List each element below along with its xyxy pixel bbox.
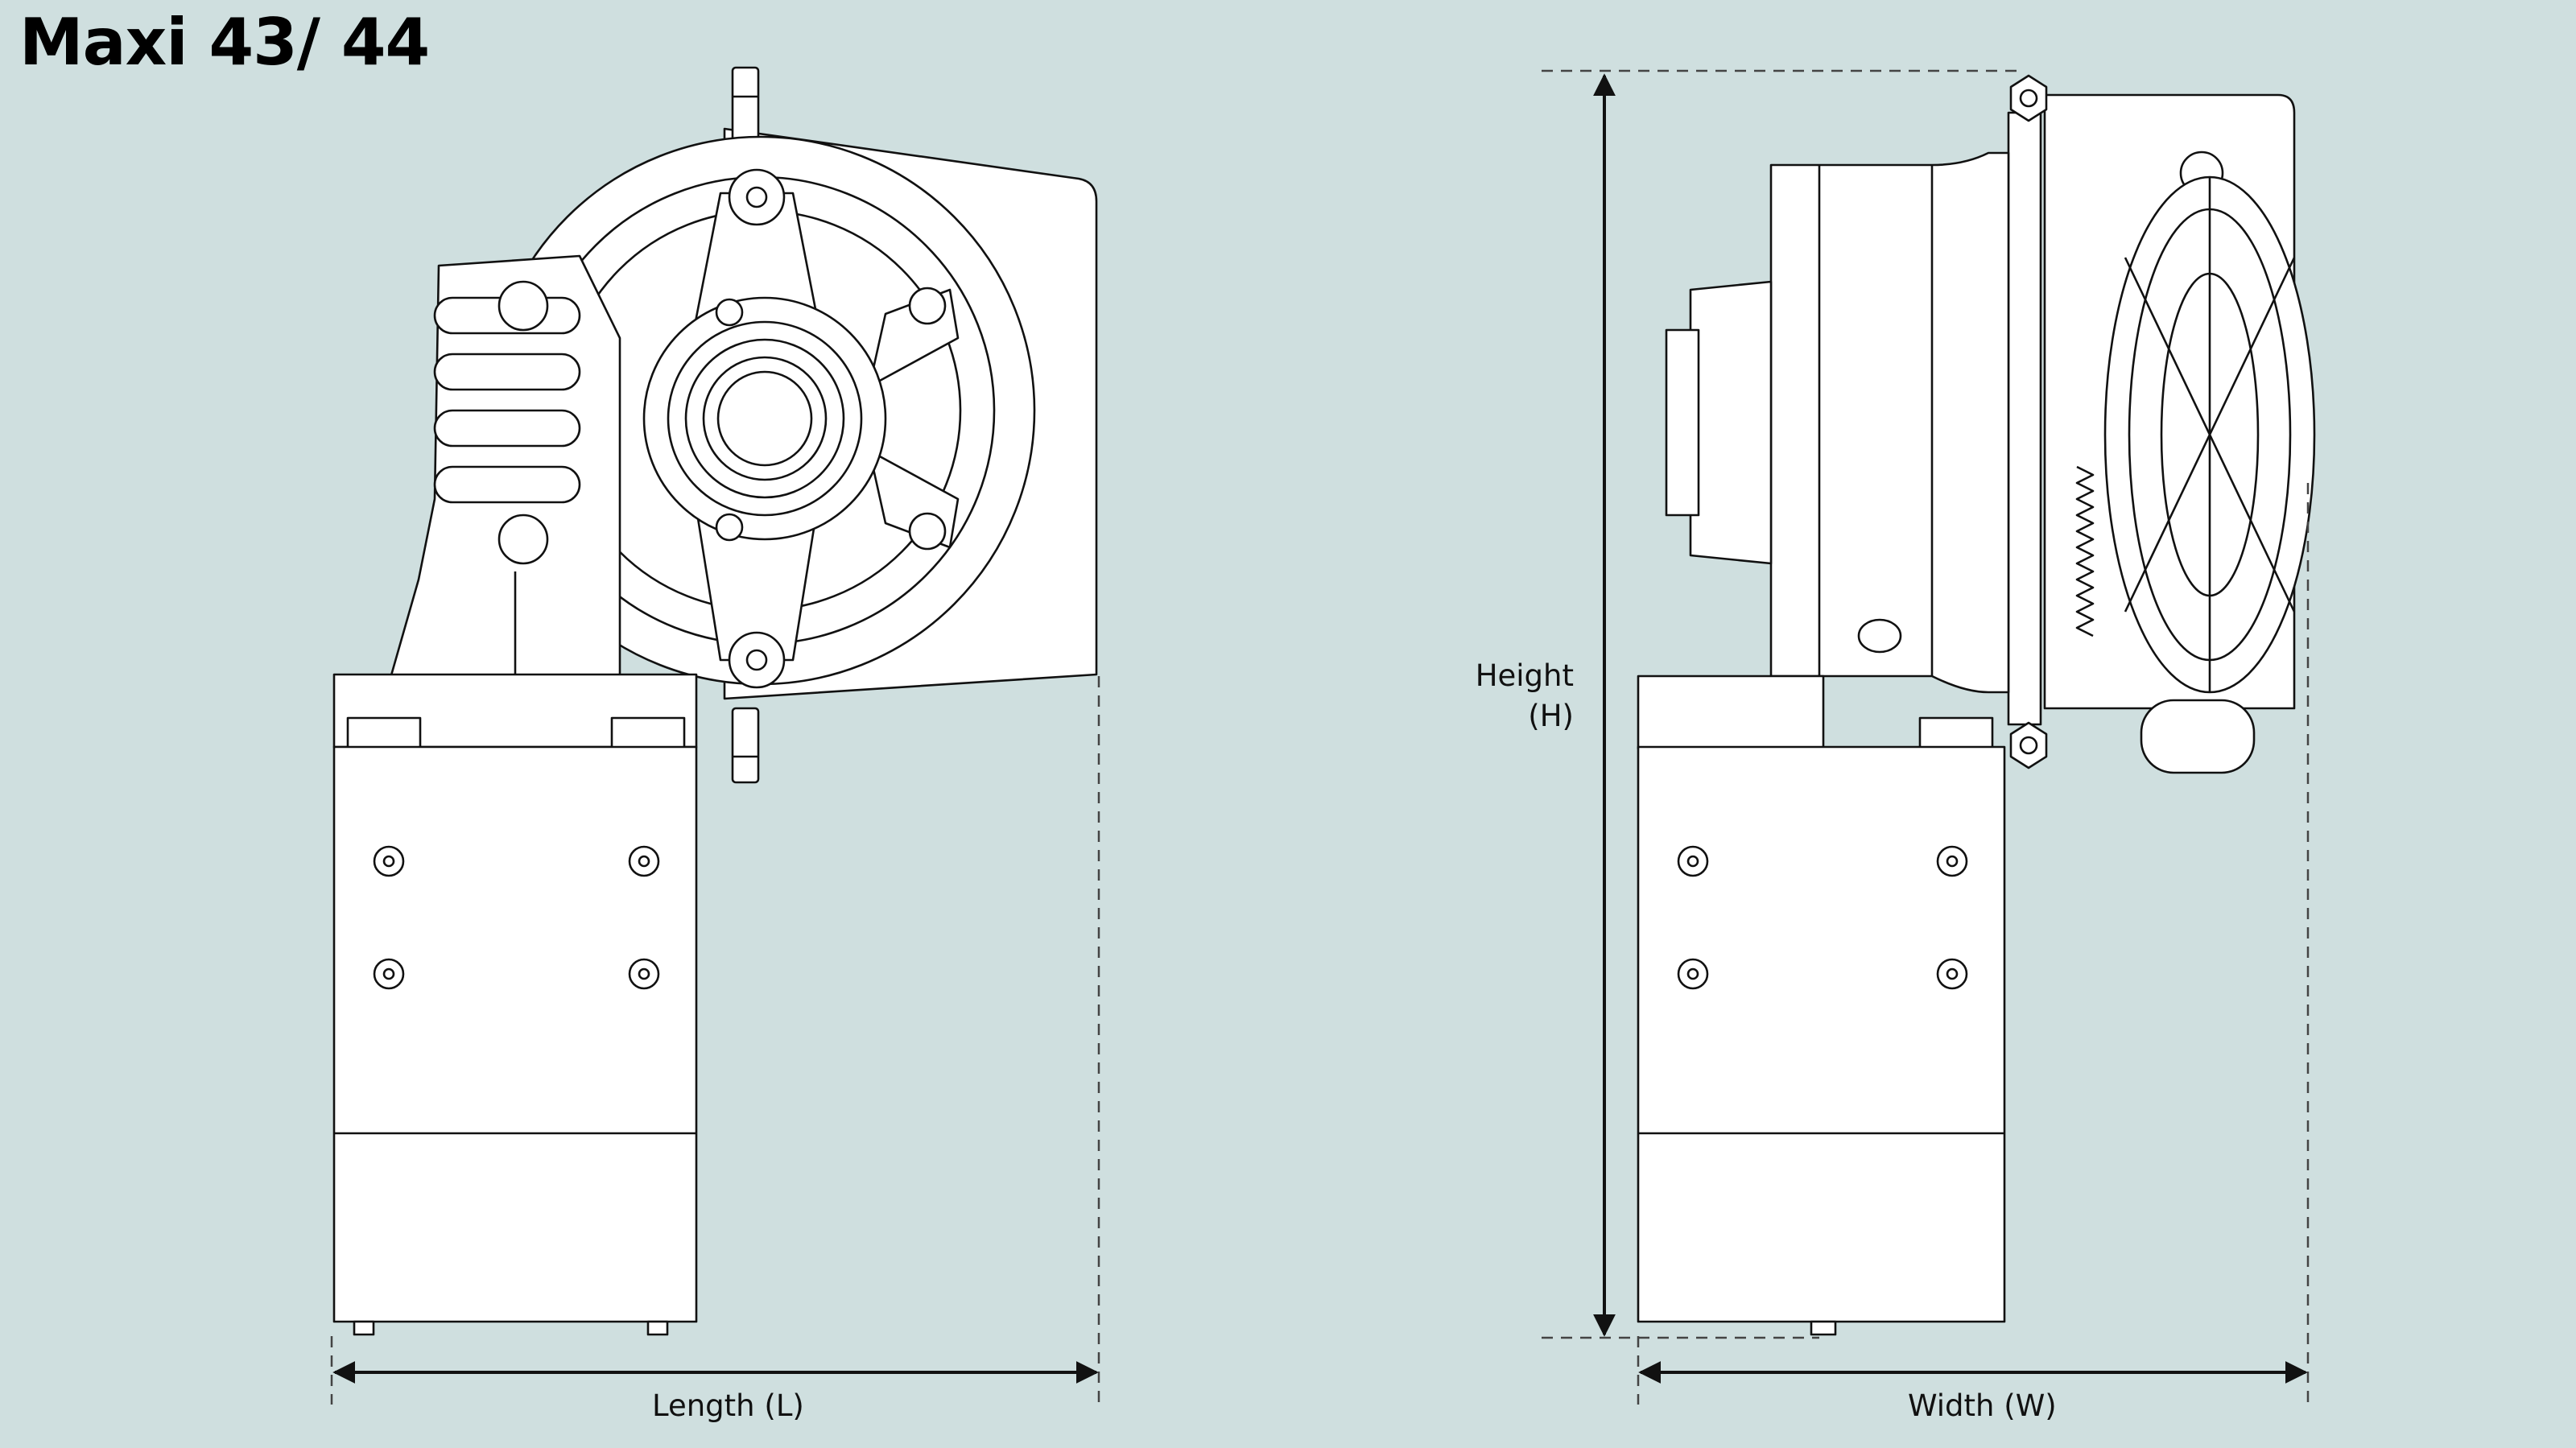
height-label-line1: Height — [1475, 658, 1574, 693]
width-dimension — [1637, 483, 2310, 1405]
length-label: Length (L) — [652, 1388, 804, 1423]
length-dimension — [330, 676, 1100, 1405]
front-view — [332, 66, 1098, 1336]
side-plate — [2007, 111, 2042, 726]
height-label: Height (H) — [1433, 656, 1574, 736]
product-title: Maxi 43/ 44 — [19, 5, 430, 80]
bottom-lug — [731, 707, 760, 784]
top-lug — [731, 66, 760, 143]
motor-body — [332, 745, 698, 1323]
spring — [2075, 465, 2095, 637]
side-motor-body — [1637, 745, 2006, 1323]
height-label-line2: (H) — [1528, 699, 1574, 733]
gear-housing — [1769, 151, 2010, 694]
width-label: Width (W) — [1908, 1388, 2057, 1423]
side-view — [1637, 74, 2316, 1336]
front-cap — [1689, 280, 1773, 565]
height-dimension — [1542, 69, 2021, 1339]
